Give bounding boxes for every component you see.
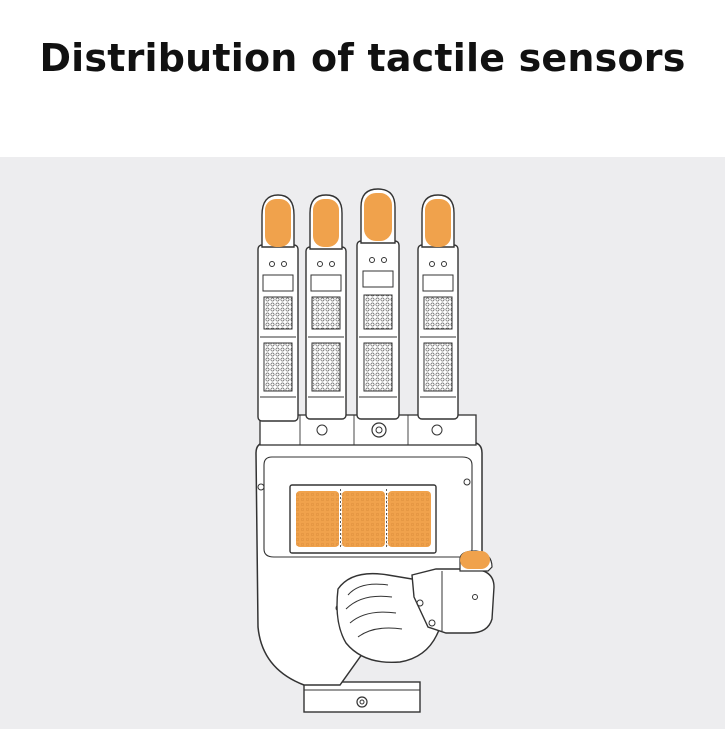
finger-1 xyxy=(257,194,299,422)
wrist-base xyxy=(303,681,421,713)
page-title: Distribution of tactile sensors xyxy=(39,36,686,80)
fingertip-sensor-3 xyxy=(364,193,392,241)
fingertip-sensor-4 xyxy=(425,199,451,247)
fingertip-sensor-1 xyxy=(265,199,291,247)
title-band: Distribution of tactile sensors xyxy=(0,0,725,157)
hand-diagram-area xyxy=(0,157,725,729)
palm-sensor xyxy=(289,484,437,554)
wrist-screw xyxy=(356,696,368,708)
finger-3 xyxy=(356,188,400,420)
fingertip-sensor-2 xyxy=(313,199,339,247)
thumb-tip-sensor xyxy=(460,551,490,569)
finger-4 xyxy=(417,194,459,420)
thumb xyxy=(336,550,495,664)
knuckle-band xyxy=(259,414,477,446)
hand-diagram xyxy=(255,188,495,713)
finger-2 xyxy=(305,194,347,420)
